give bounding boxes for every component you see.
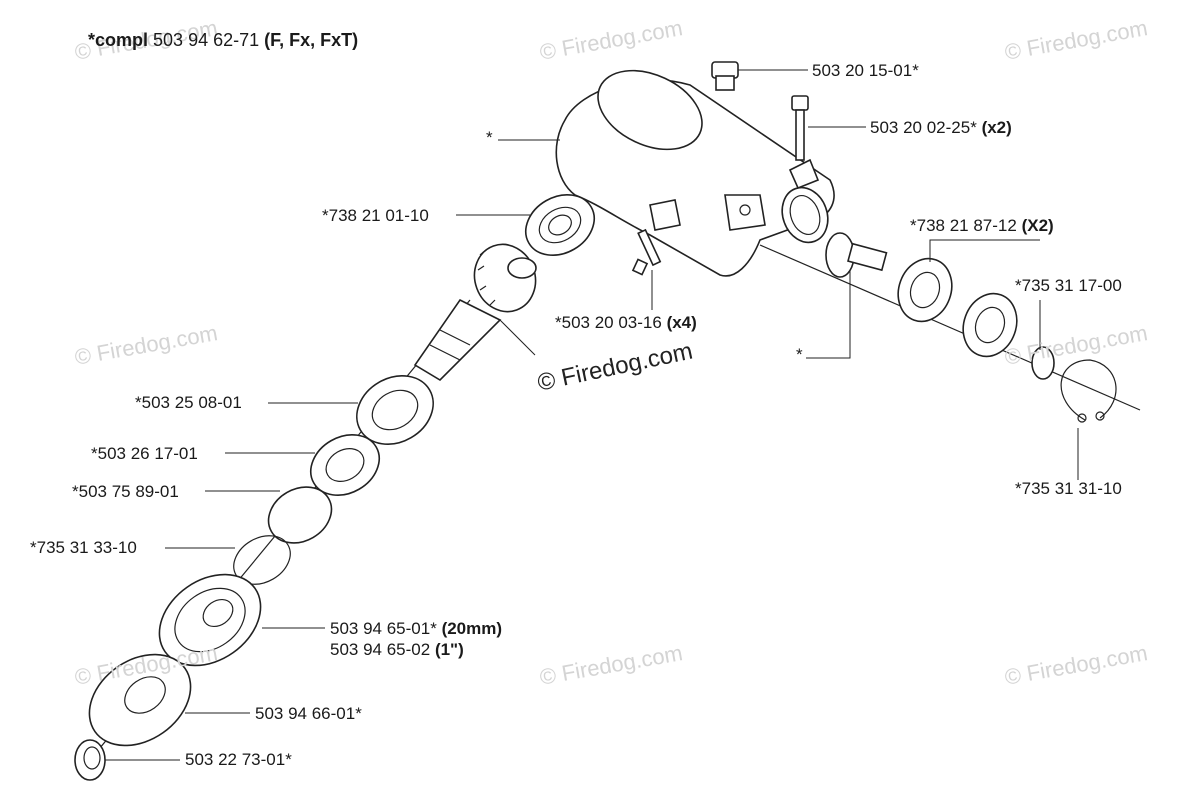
circlip-small [1031, 346, 1055, 380]
thrust-flange [88, 653, 192, 747]
callout-c6: *735 31 17-00 [1015, 276, 1122, 295]
blade-nut [74, 739, 106, 781]
callout-c10: *735 31 31-10 [1015, 479, 1122, 498]
callout-c7: *503 20 03-16 (x4) [555, 313, 697, 332]
leader-lines [105, 69, 1079, 761]
callout-c16: 503 94 66-01* [255, 704, 362, 723]
callout-c14: 503 94 65-01* (20mm) [330, 619, 503, 638]
callout-c4: *738 21 01-10 [322, 206, 429, 225]
assembly-title: *compl 503 94 62-71 (F, Fx, FxT) [88, 30, 358, 50]
callout-c17: 503 22 73-01* [185, 750, 292, 769]
title-suffix: (F, Fx, FxT) [264, 30, 359, 50]
circlip-large [1060, 359, 1117, 423]
title-number: 503 94 62-71 [153, 30, 260, 50]
callout-c3: * [486, 128, 493, 147]
gear-housing [555, 69, 835, 277]
pinion-gear-small [825, 232, 888, 278]
bearing-lower [356, 375, 434, 445]
callout-c5: *738 21 87-12 (X2) [910, 216, 1054, 235]
washer [267, 486, 333, 544]
support-cup [158, 573, 262, 667]
bearing-right-2 [962, 292, 1018, 358]
bearing-upper [525, 194, 595, 256]
callout-c13: *735 31 33-10 [30, 538, 137, 557]
splined-shaft [413, 298, 502, 382]
callout-c15: 503 94 65-02 (1") [330, 640, 464, 659]
right-axis-line [759, 244, 1141, 411]
oil-seal [310, 434, 380, 496]
title-prefix: *compl [88, 30, 149, 50]
screw-short [631, 228, 662, 276]
bearing-right [897, 257, 953, 323]
callout-c12: *503 75 89-01 [72, 482, 179, 501]
plug-screw [711, 61, 739, 91]
callout-c2: 503 20 02-25* (x2) [870, 118, 1012, 137]
callout-c1: 503 20 15-01* [812, 61, 919, 80]
bevel-gear-large [473, 243, 537, 313]
callout-c9: *503 25 08-01 [135, 393, 242, 412]
bolt-long [791, 95, 809, 161]
callout-c8: * [796, 345, 803, 364]
callout-c11: *503 26 17-01 [91, 444, 198, 463]
